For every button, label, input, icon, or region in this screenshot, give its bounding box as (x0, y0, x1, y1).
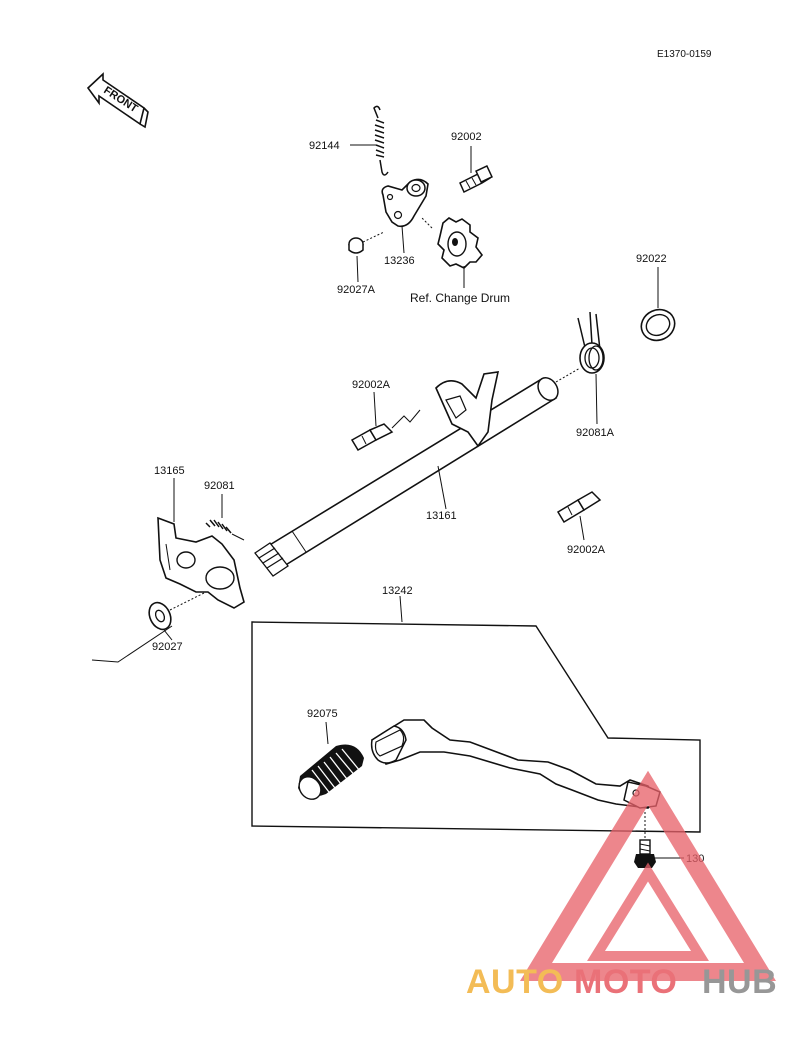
diagram-code: E1370-0159 (657, 49, 712, 60)
callout-92081: 92081 (204, 480, 235, 492)
ref-change-drum: Ref. Change Drum (410, 291, 510, 305)
washer-92027 (148, 591, 207, 631)
spring-92144 (373, 105, 389, 176)
guide-plate-13165 (157, 516, 245, 609)
watermark-hub: HUB (702, 963, 777, 1001)
callout-92081A: 92081A (576, 427, 615, 439)
watermark-moto: MOTO (574, 963, 677, 1001)
watermark-auto: AUTO (466, 963, 564, 1001)
stud-92002A-right (556, 491, 602, 524)
arm-13236 (381, 178, 429, 228)
callout-13242: 13242 (382, 585, 413, 597)
pedal-assembly-box (251, 621, 701, 833)
washer-92022 (640, 308, 676, 342)
front-arrow-icon: FRONT (86, 72, 149, 129)
callout-13236: 13236 (384, 255, 415, 267)
callout-92144: 92144 (309, 140, 340, 152)
callout-92022: 92022 (636, 253, 667, 265)
bolt-130 (634, 812, 656, 868)
callout-92075: 92075 (307, 708, 338, 720)
shift-shaft-13161 (254, 371, 559, 577)
change-drum-icon (421, 217, 484, 269)
spring-92081A (555, 311, 605, 383)
pedal-rubber-92075 (298, 744, 364, 800)
callout-92002A-right: 92002A (567, 544, 606, 556)
collar-92027A (348, 231, 385, 254)
watermark-logo: AUTO MOTO HUB (466, 770, 777, 1001)
callout-92027A: 92027A (337, 284, 376, 296)
spring-92081 (205, 519, 245, 541)
shift-pedal-13242 (370, 719, 661, 809)
stud-92002A-top (350, 409, 421, 452)
callout-13161: 13161 (426, 510, 457, 522)
callout-92002A-top: 92002A (352, 379, 391, 391)
callout-13165: 13165 (154, 465, 185, 477)
callout-92027: 92027 (152, 641, 183, 653)
callout-92002: 92002 (451, 131, 482, 143)
bolt-92002 (459, 165, 493, 194)
